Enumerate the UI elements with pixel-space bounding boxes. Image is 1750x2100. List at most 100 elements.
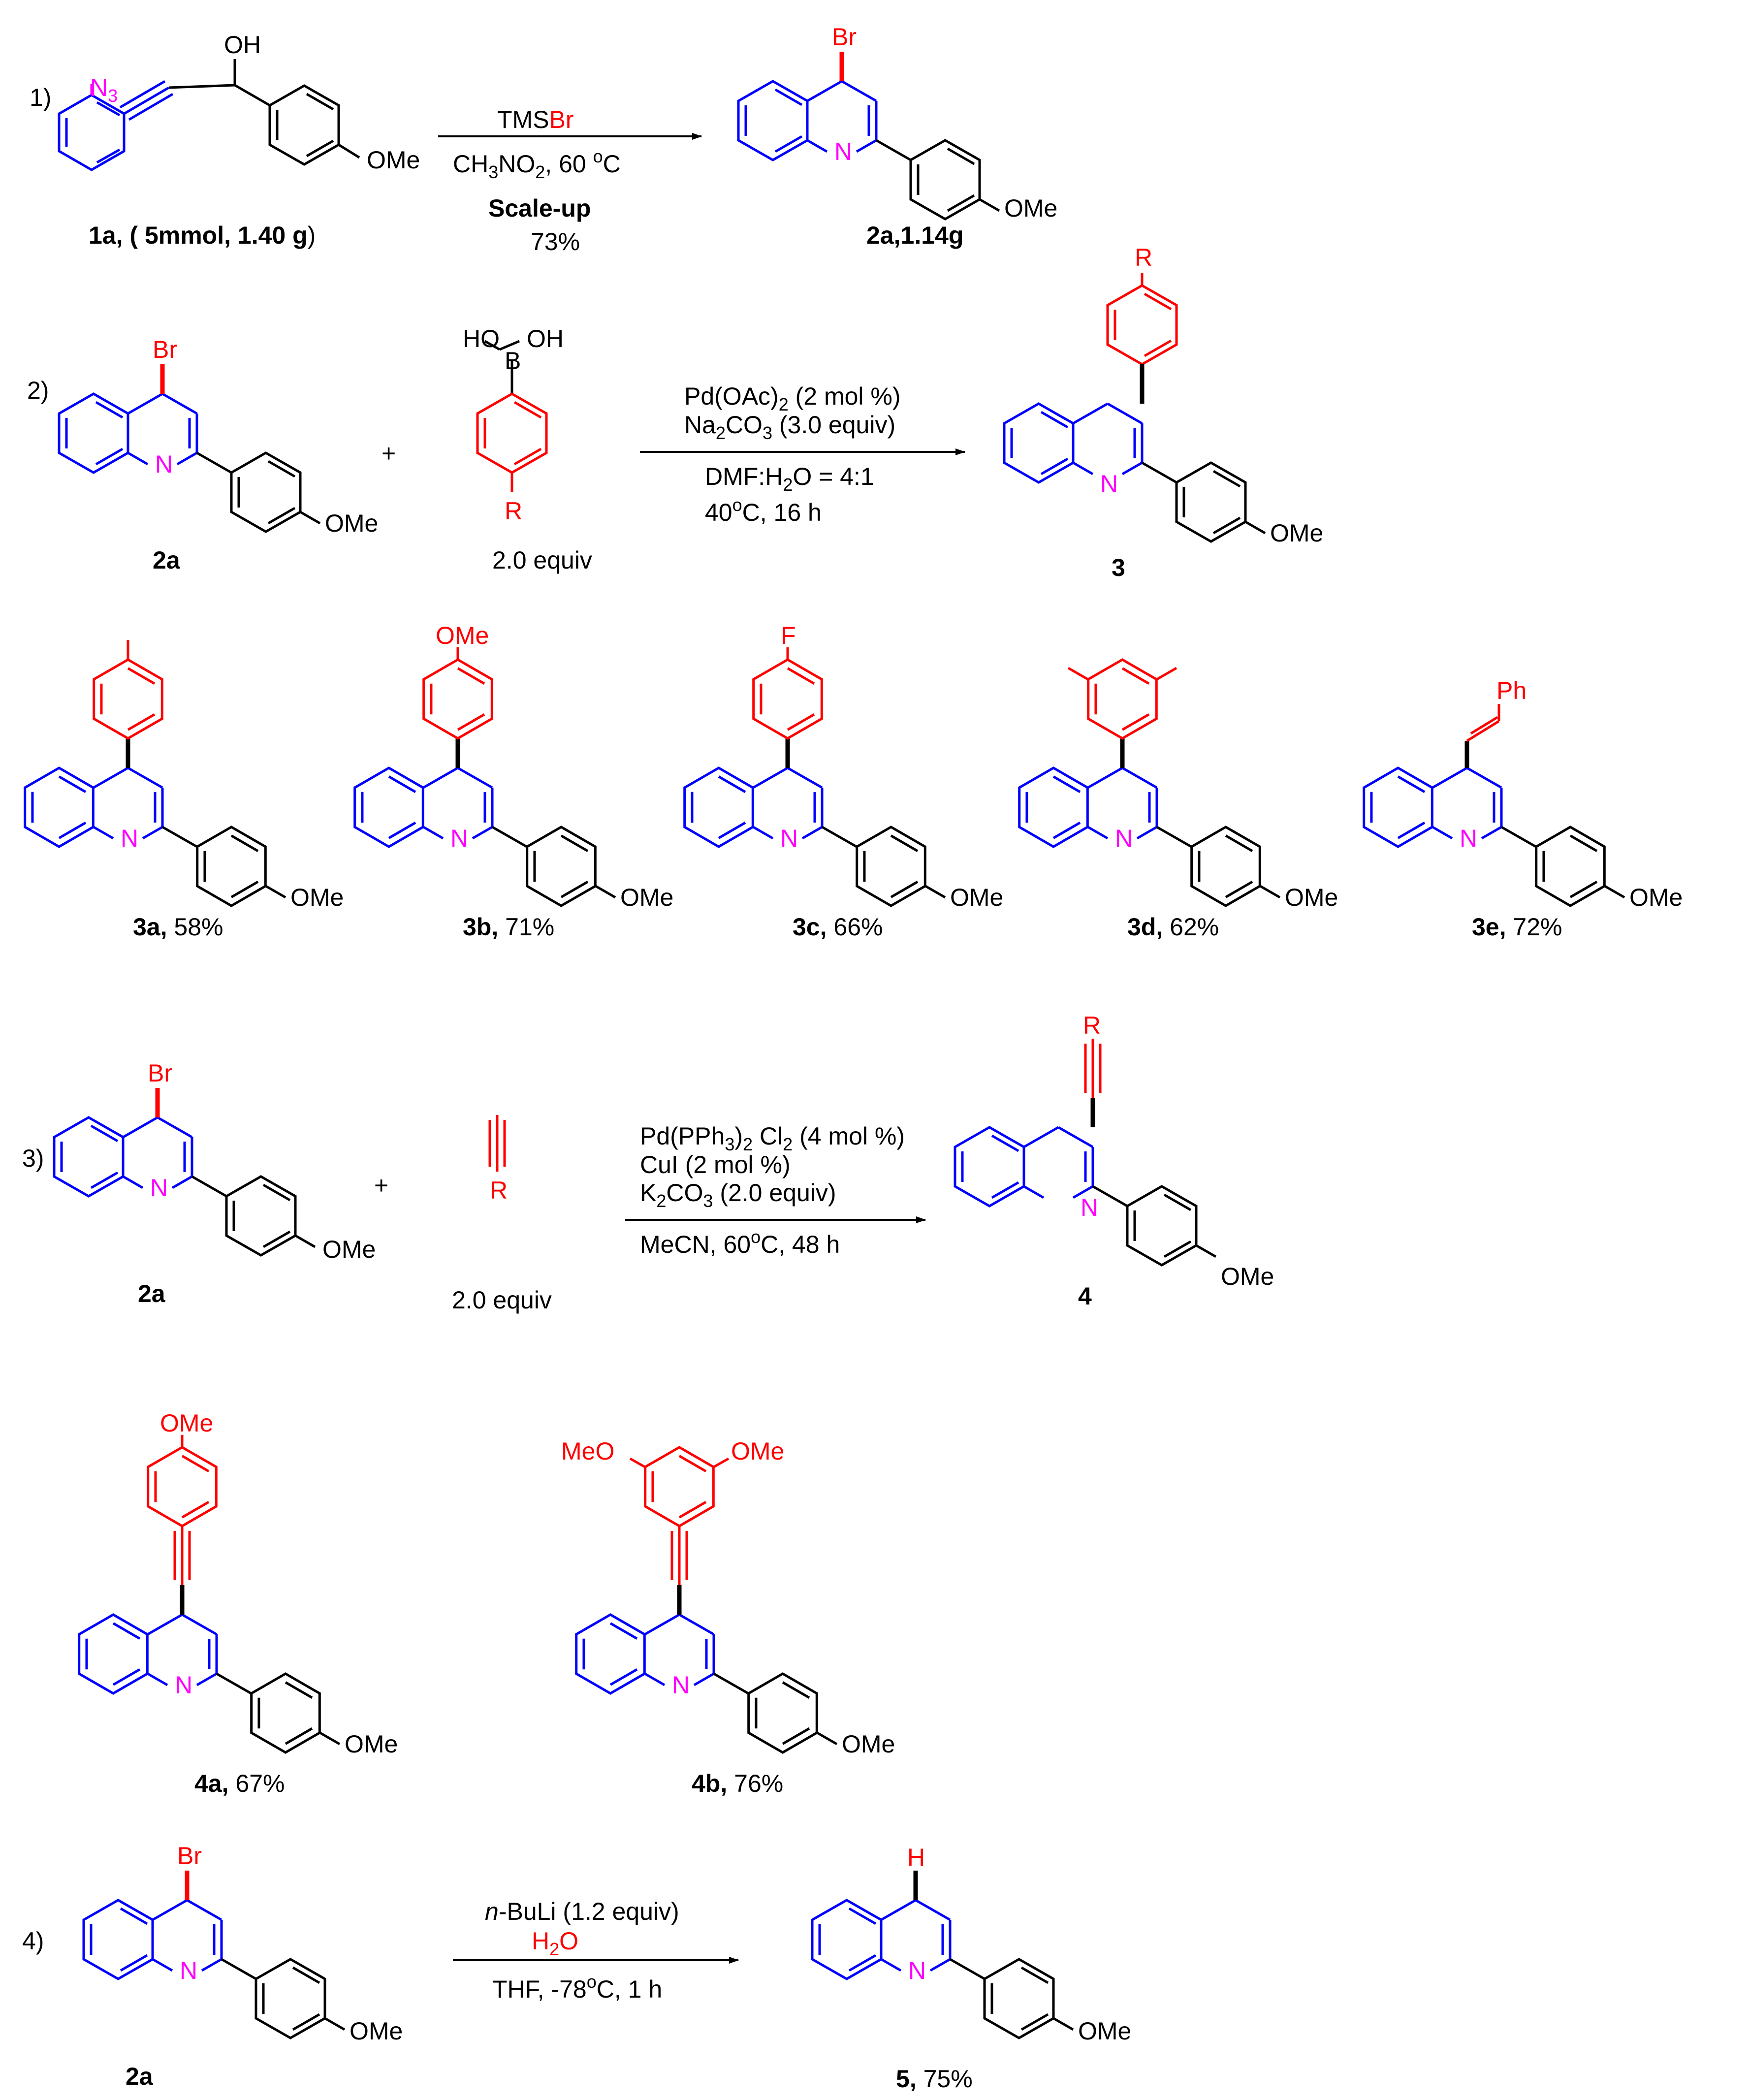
plus-sign: +	[382, 440, 396, 467]
step-1: 1) N	[30, 23, 1057, 255]
methoxyphenyl-ring	[747, 1672, 818, 1754]
methoxy-bond	[816, 1731, 838, 1746]
step-4-number: 4)	[22, 1927, 44, 1955]
aryl-substituent-ring	[1087, 658, 1158, 740]
aryl-substituent-ring	[422, 658, 493, 740]
methoxy-bond	[924, 885, 946, 899]
methoxy-label: OMe	[1285, 884, 1338, 911]
product-methoxy-label: OMe	[1270, 519, 1323, 547]
quinoline-core	[353, 766, 494, 848]
methoxy-bond	[1604, 885, 1625, 899]
methoxyphenyl-ring	[909, 139, 981, 221]
aryl-bond	[234, 84, 271, 107]
yield-label: 3c, 66%	[793, 913, 883, 941]
methoxy-bond	[265, 885, 286, 899]
bromo-label: Br	[153, 336, 177, 363]
condition-catalyst: Pd(OAc)2 (2 mol %)	[684, 382, 901, 414]
bromoquinoline-2a	[82, 1871, 346, 2039]
benzo-ring	[24, 766, 95, 848]
methoxyphenyl-ring	[856, 826, 926, 907]
azidophenyl-ring	[58, 94, 126, 171]
methoxyphenyl-ring	[196, 826, 267, 907]
benzo-ring	[683, 766, 754, 848]
bromoquinoline-2a	[53, 1088, 316, 1257]
yield-label: 3b, 71%	[463, 913, 554, 941]
methoxyphenyl-ring	[526, 826, 597, 907]
benzo-ring	[575, 1613, 646, 1695]
aryl-bond	[1156, 826, 1192, 848]
methoxy-bond	[1259, 885, 1281, 899]
boronic-ho-label: HO	[463, 325, 500, 352]
step-3: 3) Br	[22, 1012, 1274, 1314]
product-nitrogen-label: N	[908, 1957, 926, 1984]
methyl-bond	[1156, 667, 1177, 681]
yield-label: 4a, 67%	[194, 1770, 285, 1797]
scale-up-label: Scale-up	[488, 194, 591, 222]
methoxy-bond	[979, 198, 1000, 212]
aryl-substituent-ring	[147, 1446, 218, 1527]
plus-sign: +	[374, 1172, 388, 1199]
boronic-oh-label: OH	[527, 325, 564, 352]
quinoline-core	[683, 766, 824, 848]
methyl-bond	[1067, 667, 1089, 681]
hydroxyl-label: OH	[224, 31, 261, 59]
substituent-label: OMe	[160, 1409, 213, 1437]
bromo-label: Br	[148, 1059, 172, 1087]
hydrogen-label: H	[907, 1844, 925, 1871]
starting-material-label: 2a	[126, 2063, 154, 2090]
product-r-label: R	[1135, 244, 1152, 271]
nitrogen-label: N	[1460, 825, 1477, 852]
product-label: 3	[1112, 554, 1125, 581]
methoxy-label: OMe	[620, 884, 673, 911]
product-2a	[737, 52, 1000, 221]
step-4: 4) Br	[22, 1842, 1131, 2093]
quinoline-core	[78, 1613, 218, 1695]
methoxy-bond	[338, 143, 360, 159]
step-1-yield: 73%	[531, 228, 580, 255]
yield-label: 3e, 72%	[1472, 913, 1562, 941]
methoxy-bond	[713, 1457, 730, 1468]
product-nitrogen-label: N	[1081, 1194, 1098, 1221]
methoxy-label: OMe	[290, 884, 344, 911]
equiv-label: 2.0 equiv	[492, 546, 592, 574]
yield-label: 3a, 58%	[133, 913, 223, 941]
step-3-number: 3)	[22, 1145, 44, 1172]
condition-catalyst: Pd(PPh3)2 Cl2 (4 mol %)	[640, 1122, 905, 1154]
quinoline-core	[1363, 766, 1503, 848]
aryl-bond	[875, 139, 912, 161]
methoxy-bond	[319, 1731, 341, 1746]
yield-label: 4b, 76%	[692, 1770, 783, 1797]
benzo-ring	[78, 1613, 149, 1695]
methoxyphenyl-ring	[268, 84, 340, 166]
propargyl-bond	[168, 84, 235, 89]
methoxy-label: OMe	[842, 1730, 895, 1758]
vinyl-double-bond	[1470, 716, 1498, 735]
condition-solvent-temperature: THF, -78oC, 1 h	[492, 1972, 662, 2003]
nitrogen-label: N	[180, 1957, 197, 1984]
reagent-label: TMSBr	[497, 106, 574, 133]
step-2-number: 2)	[27, 377, 49, 404]
nitrogen-label: N	[175, 1671, 192, 1699]
methoxy-label: OMe	[367, 146, 420, 174]
terminal-alkyne	[488, 1115, 506, 1172]
condition-solvent: DMF:H2O = 4:1	[705, 463, 874, 495]
solvent-label: CH3NO2, 60 oC	[453, 146, 621, 182]
aryl-bond	[1500, 826, 1537, 848]
product-methoxy-label: OMe	[1078, 2017, 1131, 2045]
substituent-label: MeO	[561, 1437, 614, 1465]
condition-base: Na2CO3 (3.0 equiv)	[684, 411, 895, 443]
product-4	[954, 1039, 1217, 1267]
bromo-label: Br	[832, 23, 857, 51]
product-label: 2a,1.14g	[866, 222, 963, 249]
benzo-ring	[1018, 766, 1089, 848]
nitrogen-label: N	[450, 825, 468, 852]
phenyl-label: Ph	[1496, 677, 1527, 704]
methoxy-label: OMe	[350, 2017, 403, 2045]
product-methoxy-label: OMe	[1221, 1263, 1274, 1290]
nitrogen-label: N	[780, 825, 798, 852]
